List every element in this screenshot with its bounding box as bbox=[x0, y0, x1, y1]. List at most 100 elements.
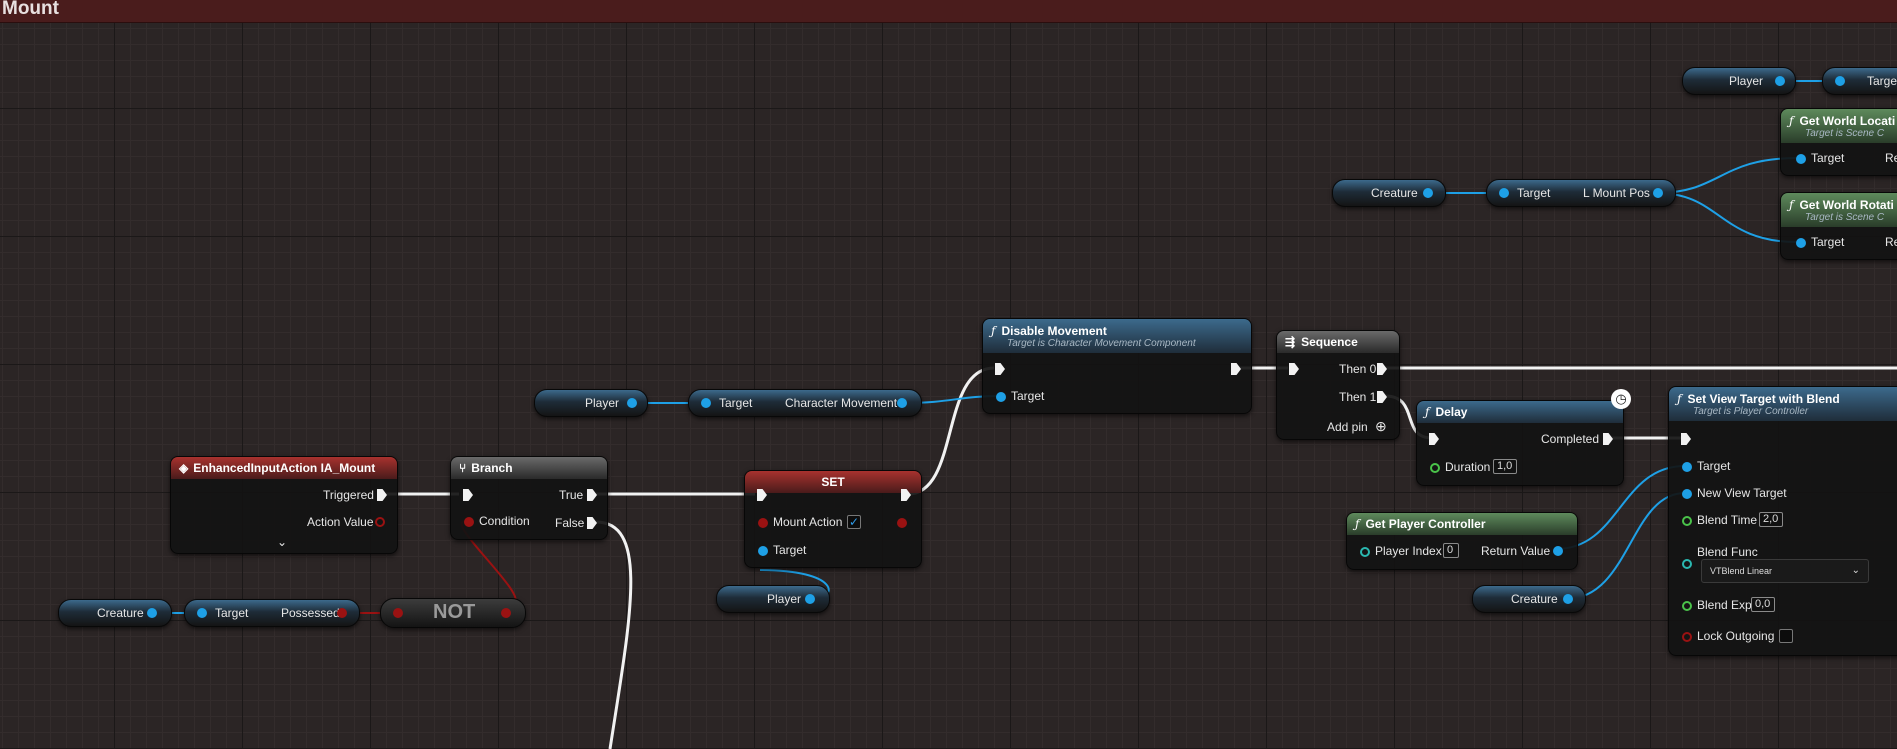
mount-action-out-pin[interactable] bbox=[897, 518, 907, 528]
exec-in-pin[interactable] bbox=[1289, 363, 1299, 375]
not-node[interactable]: NOT bbox=[380, 598, 526, 628]
then0-pin[interactable] bbox=[1377, 363, 1387, 375]
node-subtitle: Target is Player Controller bbox=[1693, 405, 1809, 417]
target-label: Target bbox=[719, 396, 753, 410]
mount-action-pin[interactable] bbox=[758, 518, 768, 528]
object-pin[interactable] bbox=[627, 398, 637, 408]
enhanced-input-action-node[interactable]: ◈ EnhancedInputAction IA_Mount Triggered… bbox=[170, 456, 398, 554]
object-pin[interactable] bbox=[805, 594, 815, 604]
object-pin[interactable] bbox=[1775, 76, 1785, 86]
duration-pin[interactable] bbox=[1430, 463, 1440, 473]
object-pin[interactable] bbox=[197, 608, 207, 618]
target-pin-label: Target bbox=[1811, 151, 1845, 165]
exec-in-pin[interactable] bbox=[1681, 433, 1691, 445]
exec-in-pin[interactable] bbox=[757, 489, 767, 501]
character-movement-getter[interactable]: Target Character Movement bbox=[688, 389, 922, 417]
exec-in-pin[interactable] bbox=[995, 363, 1005, 375]
blend-time-pin[interactable] bbox=[1682, 516, 1692, 526]
completed-label: Completed bbox=[1541, 432, 1600, 446]
object-pin[interactable] bbox=[701, 398, 711, 408]
lock-outgoing-checkbox[interactable] bbox=[1779, 629, 1793, 643]
object-pin[interactable] bbox=[1423, 188, 1433, 198]
target-pin[interactable] bbox=[1682, 462, 1692, 472]
object-pin[interactable] bbox=[1835, 76, 1845, 86]
player-index-field[interactable]: 0 bbox=[1443, 543, 1459, 558]
branch-node[interactable]: ⑂ Branch True Condition False bbox=[450, 456, 608, 540]
blend-exp-pin[interactable] bbox=[1682, 601, 1692, 611]
exec-out-pin[interactable] bbox=[901, 489, 911, 501]
true-pin[interactable] bbox=[587, 489, 597, 501]
then1-pin[interactable] bbox=[1377, 391, 1387, 403]
target-pin-label: Target bbox=[773, 543, 807, 557]
plus-circle-icon[interactable]: ⊕ bbox=[1375, 418, 1387, 434]
completed-pin[interactable] bbox=[1603, 433, 1613, 445]
creature-getter-possessed[interactable]: Creature bbox=[58, 599, 172, 627]
object-pin[interactable] bbox=[897, 398, 907, 408]
node-subtitle: Target is Character Movement Component bbox=[1007, 337, 1196, 349]
creature-getter-mountpos[interactable]: Creature bbox=[1332, 179, 1446, 207]
add-pin-button[interactable]: Add pin bbox=[1327, 420, 1368, 434]
blend-time-field[interactable]: 2,0 bbox=[1759, 512, 1783, 527]
node-header: ƒ Delay bbox=[1417, 401, 1623, 423]
player-getter-top[interactable]: Player bbox=[1682, 67, 1796, 95]
object-pin[interactable] bbox=[1563, 594, 1573, 604]
not-label: NOT bbox=[433, 601, 476, 623]
action-value-pin[interactable] bbox=[375, 517, 385, 527]
set-mount-action-node[interactable]: SET Mount Action ✓ Target bbox=[744, 470, 922, 568]
lock-outgoing-pin[interactable] bbox=[1682, 632, 1692, 642]
object-pin[interactable] bbox=[1653, 188, 1663, 198]
target-label: Target bbox=[1867, 74, 1897, 88]
bool-out-pin[interactable] bbox=[337, 608, 347, 618]
sequence-node[interactable]: ⇶ Sequence Then 0 Then 1 Add pin ⊕ bbox=[1276, 330, 1400, 440]
triggered-pin[interactable] bbox=[377, 489, 387, 501]
duration-field[interactable]: 1,0 bbox=[1493, 459, 1517, 474]
then0-label: Then 0 bbox=[1339, 362, 1377, 376]
target-label: Target bbox=[1517, 186, 1551, 200]
return-value-pin[interactable] bbox=[1553, 546, 1563, 556]
player-index-pin[interactable] bbox=[1360, 547, 1370, 557]
possessed-getter[interactable]: Target Possessed bbox=[184, 599, 360, 627]
target-pin[interactable] bbox=[758, 546, 768, 556]
player-getter-charmove[interactable]: Player bbox=[534, 389, 648, 417]
not-out-pin[interactable] bbox=[501, 608, 511, 618]
blend-func-pin[interactable] bbox=[1682, 559, 1692, 569]
return-pin-label: Re bbox=[1885, 151, 1897, 165]
exec-in-pin[interactable] bbox=[1429, 433, 1439, 445]
blend-func-value: VTBlend Linear bbox=[1710, 566, 1773, 576]
exec-out-pin[interactable] bbox=[1231, 363, 1241, 375]
target-pin[interactable] bbox=[1796, 154, 1806, 164]
target-getter-top[interactable]: Target bbox=[1822, 67, 1897, 95]
mount-pos-label: L Mount Pos bbox=[1583, 186, 1650, 200]
target-pin[interactable] bbox=[1796, 238, 1806, 248]
target-pin[interactable] bbox=[996, 392, 1006, 402]
mount-action-checkbox[interactable]: ✓ bbox=[847, 515, 861, 529]
expand-chevron-icon[interactable]: ⌄ bbox=[277, 535, 288, 549]
not-in-pin[interactable] bbox=[393, 608, 403, 618]
false-pin[interactable] bbox=[587, 517, 597, 529]
condition-pin[interactable] bbox=[464, 517, 474, 527]
new-view-target-pin[interactable] bbox=[1682, 489, 1692, 499]
object-pin[interactable] bbox=[1499, 188, 1509, 198]
delay-node[interactable]: ƒ Delay ◷ Completed Duration 1,0 bbox=[1416, 389, 1631, 486]
get-player-controller-node[interactable]: ƒ Get Player Controller Player Index 0 R… bbox=[1346, 512, 1578, 570]
graph-title: Mount bbox=[2, 0, 59, 19]
mount-pos-getter[interactable]: Target L Mount Pos bbox=[1486, 179, 1676, 207]
player-index-label: Player Index bbox=[1375, 544, 1442, 558]
exec-in-pin[interactable] bbox=[463, 489, 473, 501]
player-getter-set[interactable]: Player bbox=[716, 585, 830, 613]
creature-getter-viewtarget[interactable]: Creature bbox=[1472, 585, 1586, 613]
node-title-text: Sequence bbox=[1301, 335, 1358, 349]
true-label: True bbox=[559, 488, 584, 502]
blend-exp-field[interactable]: 0,0 bbox=[1751, 597, 1775, 612]
duration-label: Duration bbox=[1445, 460, 1491, 474]
object-pin[interactable] bbox=[147, 608, 157, 618]
blend-func-dropdown[interactable]: VTBlend Linear ⌄ bbox=[1701, 559, 1869, 583]
